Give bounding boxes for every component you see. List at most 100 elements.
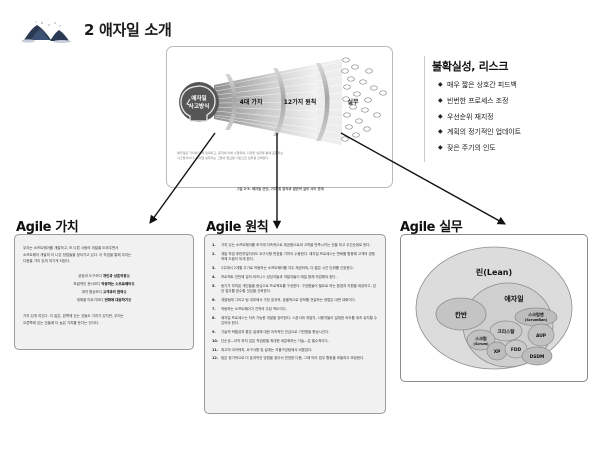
mountain-landscape-icon — [22, 21, 71, 43]
value-pair: 계획을 따르기보다 변화에 대응하기를 — [23, 297, 185, 305]
principle-item: 7. 작동하는 소프트웨어가 진척의 주된 척도이다. — [212, 307, 378, 313]
agile-label: 애자일 — [504, 294, 523, 303]
principle-item: 1. 가치 있는 소프트웨어를 조기에 지속적으로 제공함으로써 고객을 만족시키… — [212, 243, 378, 249]
principle-text: 가치 있는 소프트웨어를 조기에 지속적으로 제공함으로써 고객을 만족시키는 … — [221, 243, 371, 247]
principle-text: 애자일 프로세스는 지속 가능한 개발을 장려한다. 스폰서와 개발자, 사용자… — [221, 315, 378, 326]
principle-item: 10.단순성—아직 하지 않은 작업량을 최대한 세분화하는 기술—은 필수적이… — [212, 339, 378, 345]
principle-number: 8. — [212, 315, 216, 320]
principle-text: 개발 작업 후반부일지라도 요구사항 변경을 기꺼이 수용한다. 애자일 프로세… — [221, 251, 375, 262]
value-right: 개인과 상호작용 — [102, 274, 127, 278]
principle-number: 10. — [212, 338, 219, 343]
values-outro-line1: 가치 있게 여긴다. 이 말은, 왼쪽에 있는 것들도 가치가 있지만, 우리는 — [23, 314, 124, 318]
page-header: 2 애자일 소개 — [0, 8, 600, 48]
principle-number: 12. — [212, 356, 219, 361]
risk-item: ◆ 매우 짧은 상호간 피드백 — [438, 81, 592, 90]
diamond-bullet-icon: ◆ — [438, 144, 443, 151]
value-left: 계약 협상보다 — [81, 289, 103, 294]
risk-item-label: 계획의 정기적인 업데이트 — [447, 128, 521, 137]
risk-item: ◆우선순위 재지정 — [438, 113, 592, 122]
value-left: 계획을 따르기보다 — [76, 297, 105, 302]
values-intro: 우리는 소프트웨어를 개발하고, 또 다른 사람의 개발을 도와주면서 소프트웨… — [23, 245, 185, 265]
value-pair: 계약 협상보다 고객과의 협력을 — [23, 289, 185, 297]
risk-item-label: 빈번한 프로세스 조정 — [447, 96, 509, 105]
risk-item-label: 매우 짧은 상호간 피드백 — [447, 81, 517, 89]
value-particle: 을 — [126, 274, 130, 278]
principle-text: 작동하는 소프트웨어가 진척의 주된 척도이다. — [221, 306, 287, 311]
diamond-bullet-icon: ◆ — [438, 112, 443, 120]
values-intro-line2: 소프트웨어 개발의 더 나은 방법들을 찾아가고 있다. 이 작업을 통해 우리… — [23, 252, 132, 257]
principle-text: 최고의 아키텍처, 요구사항 및 설계는 자율구성팀에서 비롯된다. — [221, 347, 313, 352]
agile-practices-panel: 린(Lean) 애자일 칸반 스크럼밴 (ScrumBan) 크리스탈 AUP … — [400, 234, 588, 382]
value-particle: 를 — [128, 297, 132, 302]
principle-number: 6. — [212, 298, 216, 303]
aup-label: AUP — [536, 333, 547, 339]
uncertainty-risk-block: 불확실성, 리스크 ◆매우 짧은 상호간 피드백◆빈번한 프로세스 조정◆우선순… — [432, 58, 592, 160]
agile-values-heading: Agile 가치 — [16, 220, 79, 235]
risk-divider — [424, 56, 425, 162]
principle-text: 팀은 정기적으로 더 효과적인 방법을 찾아서 반영한 다음, 그에 따라 업무… — [221, 356, 365, 361]
principle-number: 1. — [212, 243, 216, 247]
principle-item: 9. 기술적 탁월성과 좋은 설계에 대한 지속적인 관심으로 기민함을 향상시킨… — [212, 330, 378, 336]
dsdm-ellipse — [521, 346, 553, 366]
aup-ellipse — [527, 323, 555, 347]
agile-practices-heading: Agile 실무 — [400, 220, 463, 235]
principle-item: 6.개발팀에 그리고 팀 내부에서 가장 효과적, 효율적으로 정보를 전달하는… — [212, 298, 378, 304]
risk-item: ◆ 빈번한 프로세스 조정 — [438, 97, 592, 106]
mindset-label-line2: 사고방식 — [189, 102, 210, 110]
diamond-bullet-icon: ◆ — [438, 96, 443, 104]
kanban-label: 칸반 — [455, 310, 467, 319]
lean-label: 린(Lean) — [476, 267, 512, 277]
scrumban-ellipse — [514, 307, 558, 327]
principles-list: 1. 가치 있는 소프트웨어를 조기에 지속적으로 제공함으로써 고객을 만족시키… — [212, 243, 378, 365]
values-outro-line2: 오른쪽에 있는 것들에 더 높은 가치를 둔다는 것이다. — [23, 320, 100, 325]
principle-text: 동기가 부여된 개인들을 중심으로 프로젝트를 구성한다. 구성원들이 필요로 … — [221, 283, 376, 294]
practices-venn-diagram: 린(Lean) 애자일 칸반 스크럼밴 (ScrumBan) 크리스탈 AUP … — [415, 246, 573, 370]
value-particle: 를 — [131, 281, 135, 286]
principle-number: 11. — [212, 347, 219, 352]
diamond-bullet-icon: ◆ — [438, 81, 443, 88]
diamond-bullet-icon: ◆ — [438, 128, 443, 136]
value-left: 포괄적인 문서보다 — [73, 281, 102, 286]
value-right: 변화에 대응하기 — [104, 297, 129, 302]
scrum-label: 스크럼 — [475, 335, 487, 342]
principle-item: 3.2주에서 2개월 주기로 작동하는 소프트웨어를 자주 제공하되, 더 짧은… — [212, 266, 378, 272]
diagram-note-line1: 애자일은 가치에 의해 정의되고, 원칙에 의해 수행되며, 다양한 실무를 통… — [177, 151, 284, 155]
risk-item-label: 잦은 주기의 인도 — [447, 144, 496, 152]
fdd-label: FDD — [511, 347, 522, 353]
principle-number: 2. — [212, 251, 216, 256]
funnel-diagram-panel: 애자일 사고방식 4대 가치 12가지 원칙 실무 — [166, 46, 393, 188]
agile-funnel-graphic: 애자일 사고방식 4대 가치 12가지 원칙 실무 — [179, 57, 387, 145]
principle-text: 프로젝트 전반에 걸쳐 비즈니스 담당자들과 개발자들이 매일 함께 작업해야 … — [221, 274, 337, 279]
diagram-note-line2: 사고방식이다. 애자일 실무자는 그들의 필요를 기반으로 실무를 선택한다. — [177, 155, 270, 160]
values-intro-line3: 다음을 가치 있게 여기게 되었다. — [23, 259, 71, 264]
principle-number: 9. — [212, 330, 216, 335]
risk-item: ◆ 계획의 정기적인 업데이트 — [438, 128, 592, 137]
scrumban-label: 스크럼밴 — [528, 311, 544, 318]
principle-text: 기술적 탁월성과 좋은 설계에 대한 지속적인 관심으로 기민함을 향상시킨다. — [221, 330, 330, 335]
scrum-ellipse — [466, 329, 496, 351]
principle-number: 7. — [212, 306, 216, 311]
value-particle: 을 — [123, 289, 127, 294]
diagram-note: 애자일은 가치에 의해 정의되고, 원칙에 의해 수행되며, 다양한 실무를 통… — [177, 151, 382, 161]
principle-number: 3. — [212, 266, 216, 271]
principle-number: 5. — [212, 283, 216, 288]
lens-principles-label: 12가지 원칙 — [284, 98, 317, 106]
agile-principles-panel: 1. 가치 있는 소프트웨어를 조기에 지속적으로 제공함으로써 고객을 만족시키… — [204, 234, 386, 414]
principle-item: 11.최고의 아키텍처, 요구사항 및 설계는 자율구성팀에서 비롯된다. — [212, 348, 378, 354]
principle-item: 4. 프로젝트 전반에 걸쳐 비즈니스 담당자들과 개발자들이 매일 함께 작업해… — [212, 275, 378, 281]
agile-values-panel: 우리는 소프트웨어를 개발하고, 또 다른 사람의 개발을 도와주면서 소프트웨… — [14, 234, 194, 350]
mindset-head-icon — [179, 82, 219, 122]
value-left: 공정과 도구보다 — [78, 274, 103, 278]
principle-item: 8. 애자일 프로세스는 지속 가능한 개발을 장려한다. 스폰서와 개발자, 사… — [212, 316, 378, 327]
dsdm-label: DSDM — [530, 354, 545, 360]
scrum-sub: (Scrum) — [473, 342, 489, 346]
principle-number: 4. — [212, 274, 216, 279]
principle-item: 5. 동기가 부여된 개인들을 중심으로 프로젝트를 구성한다. 구성원들이 필요… — [212, 284, 378, 295]
scrumban-sub: (ScrumBan) — [525, 318, 548, 322]
risk-item: ◆ 잦은 주기의 인도 — [438, 144, 592, 153]
lens-practices-label: 실무 — [347, 98, 359, 106]
agile-principles-heading: Agile 원칙 — [206, 220, 269, 235]
values-intro-line1: 우리는 소프트웨어를 개발하고, 또 다른 사람의 개발을 도와주면서 — [23, 246, 119, 250]
